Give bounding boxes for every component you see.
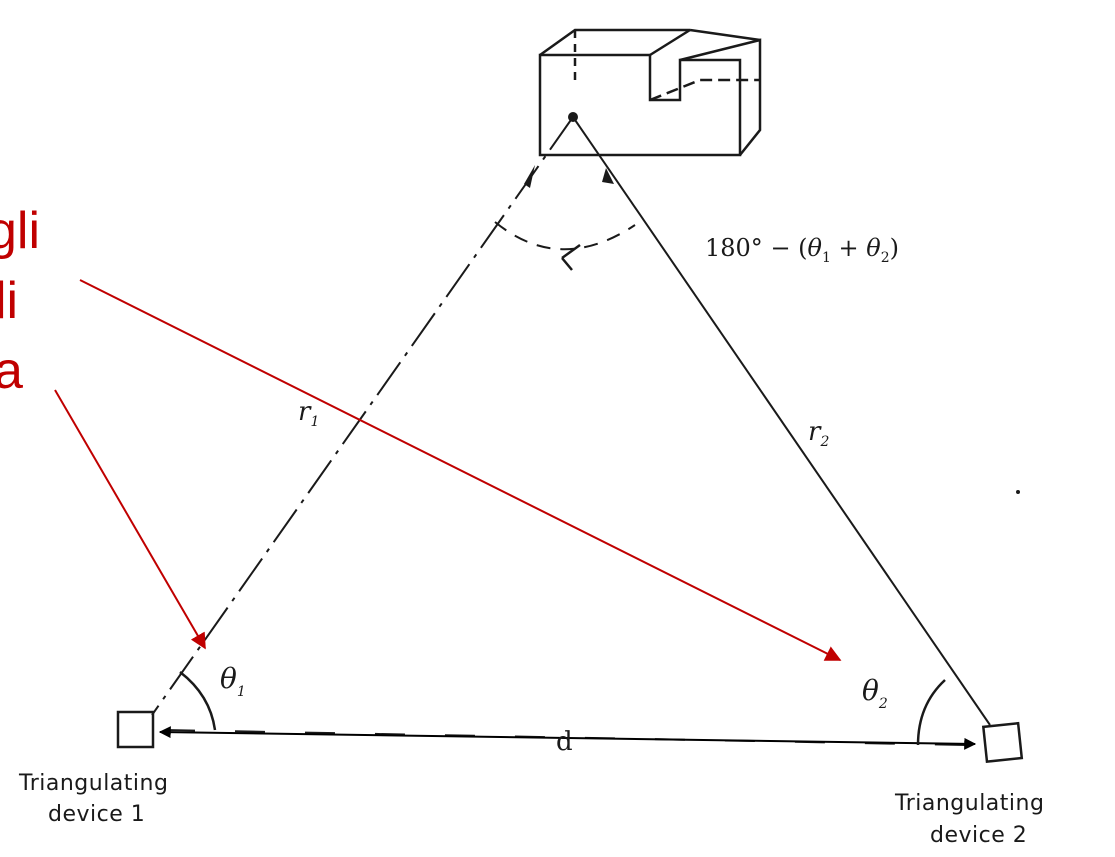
annotation-line-1: gli — [0, 202, 40, 260]
side-2-label: r2 — [808, 417, 829, 450]
stray-dot — [1016, 490, 1020, 494]
annotation-arrow-1 — [54, 389, 206, 650]
side-2-arrowhead — [602, 168, 614, 184]
annotation-line-3: a — [0, 342, 23, 400]
annotation-line-2: li — [0, 272, 18, 330]
device-1-caption-line-1: Triangulating — [18, 771, 168, 796]
apex-angle-arc — [494, 221, 636, 251]
theta-1-arc — [179, 671, 217, 731]
target-object — [538, 28, 762, 157]
side-1-label: r1 — [298, 397, 319, 430]
device-2-box — [981, 721, 1024, 764]
device-1-box — [116, 710, 155, 749]
theta-1-label: θ1 — [220, 662, 246, 700]
device-2-caption-line-2: device 2 — [930, 823, 1027, 848]
side-2-line — [572, 116, 991, 726]
baseline-arrow — [158, 726, 977, 750]
apex-angle-label: 180° − (θ1 + θ2) — [705, 234, 899, 266]
annotation-arrow-2 — [79, 279, 842, 661]
apex-angle-tick — [561, 243, 581, 271]
side-1-arrowhead — [524, 165, 535, 188]
device-1-caption-line-2: device 1 — [48, 802, 145, 827]
baseline-label: d — [556, 727, 573, 757]
theta-2-label: θ2 — [862, 674, 888, 712]
svg-text:180° − (θ1 + θ2): 180° − (θ1 + θ2) — [705, 234, 899, 266]
side-1-line — [151, 116, 574, 716]
device-2-caption-line-1: Triangulating — [894, 791, 1044, 816]
theta-2-arc — [916, 679, 946, 746]
